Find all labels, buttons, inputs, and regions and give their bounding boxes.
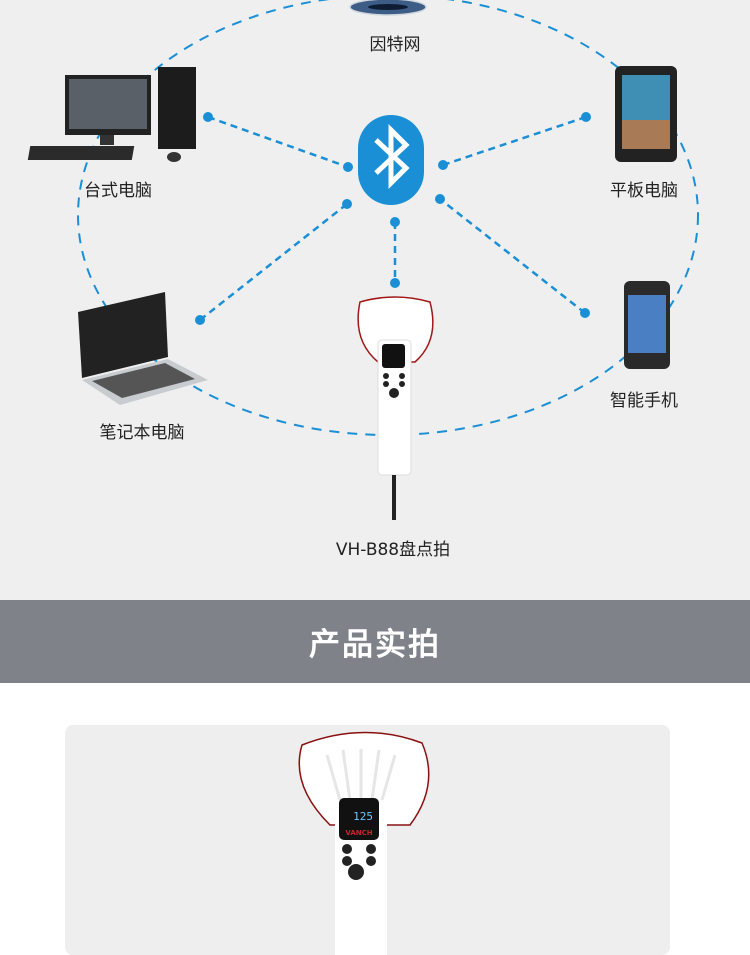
diagram-graphics <box>27 0 699 520</box>
section-title: 产品实拍 <box>309 627 441 663</box>
tablet-icon <box>615 66 677 162</box>
bluetooth-icon <box>358 115 424 205</box>
connectivity-diagram: 因特网 台式电脑 平板电脑 笔记本电脑 智能手机 VH-B88盘点拍 <box>0 0 750 600</box>
label-desktop: 台式电脑 <box>84 181 152 201</box>
handheld-reader-icon <box>357 296 434 520</box>
label-reader: VH-B88盘点拍 <box>335 540 451 560</box>
product-photo-card: 125 VANCH <box>65 725 670 955</box>
laptop-icon <box>78 292 208 405</box>
screen-brand: VANCH <box>345 829 372 837</box>
connection-lines <box>195 112 591 325</box>
desktop-computer-icon <box>27 67 196 162</box>
screen-count: 125 <box>353 810 373 823</box>
section-banner: 产品实拍 <box>0 600 750 683</box>
label-tablet: 平板电脑 <box>610 181 678 201</box>
label-laptop: 笔记本电脑 <box>99 423 185 443</box>
scan-trigger-button <box>348 864 364 880</box>
label-internet: 因特网 <box>369 35 421 55</box>
label-smartphone: 智能手机 <box>610 391 678 411</box>
product-photo: 125 VANCH <box>298 731 430 955</box>
smartphone-icon <box>624 281 670 369</box>
